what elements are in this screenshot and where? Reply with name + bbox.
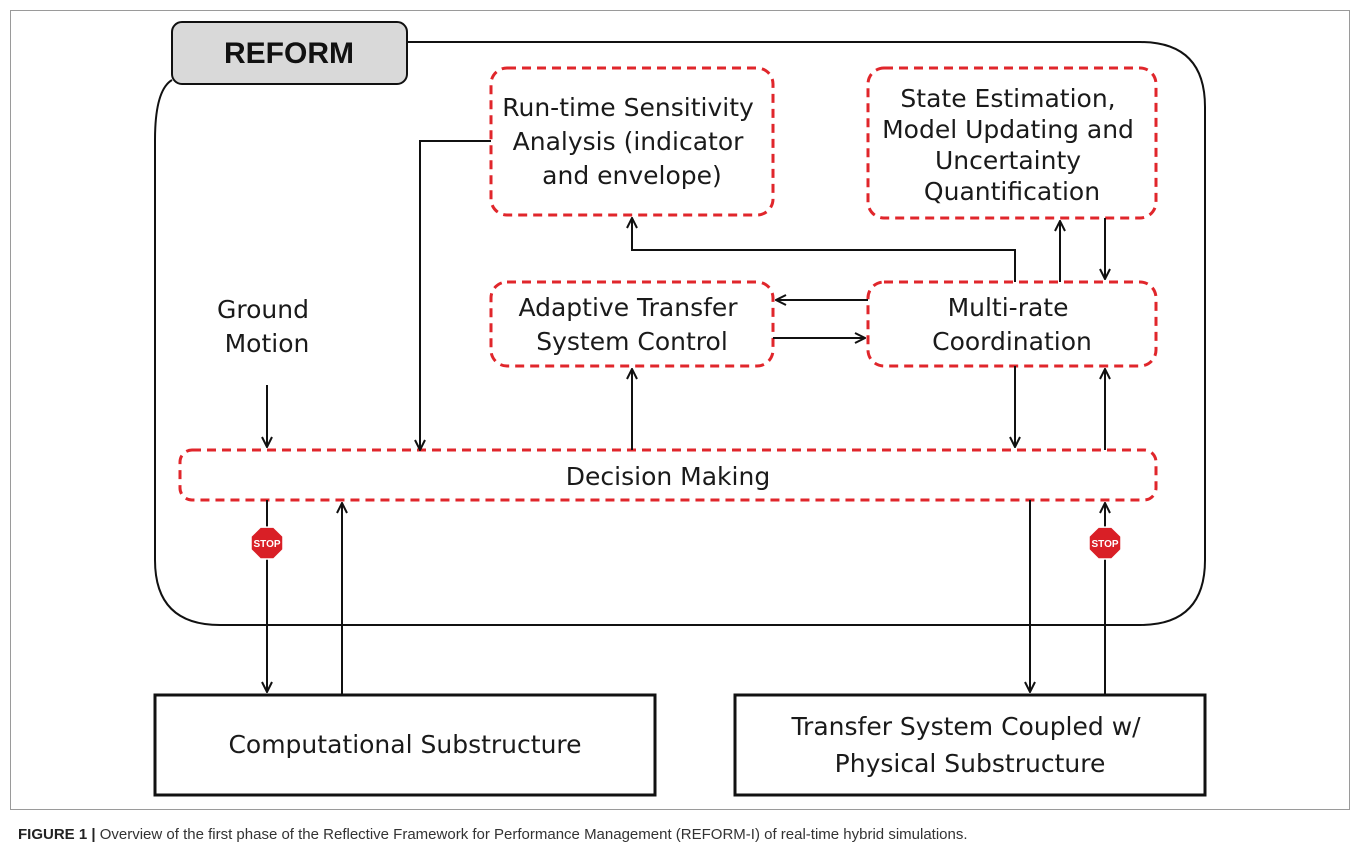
adaptive-control-box	[489, 280, 775, 368]
stop-sign-label: STOP	[253, 539, 280, 550]
multirate-label: Multi-rate Coordination	[932, 293, 1092, 356]
decision-making-label: Decision Making	[566, 462, 770, 491]
reform-container	[154, 41, 1206, 626]
sensitivity-analysis-label: Run-time Sensitivity Analysis (indicator…	[502, 93, 762, 190]
adaptive-control-label: Adaptive Transfer System Control	[518, 293, 745, 356]
stop-sign-icon: STOP	[250, 526, 284, 560]
stop-sign-icon: STOP	[1088, 526, 1122, 560]
state-estimation-box	[866, 66, 1158, 220]
computational-substructure-box	[153, 693, 657, 797]
stop-sign-label: STOP	[1091, 539, 1118, 550]
arrow-sensitivity-to-decision	[420, 140, 491, 450]
reform-title: REFORM	[224, 37, 354, 70]
figure-frame	[10, 10, 1350, 810]
arrow-multirate-to-sensitivity	[632, 218, 1016, 282]
multirate-box	[866, 280, 1158, 368]
physical-substructure-label: Transfer System Coupled w/ Physical Subs…	[790, 712, 1148, 778]
reform-diagram: REFORM Run-time Sensitivity Analysis (in…	[153, 21, 1207, 797]
sensitivity-analysis-box	[489, 66, 775, 217]
state-estimation-label: State Estimation, Model Updating and Unc…	[882, 84, 1142, 206]
reform-title-tab	[171, 21, 408, 85]
caption-text: Overview of the first phase of the Refle…	[95, 826, 968, 843]
physical-substructure-box	[733, 693, 1207, 797]
decision-making-box	[178, 448, 1158, 502]
computational-substructure-label: Computational Substructure	[228, 730, 581, 759]
caption-label: FIGURE 1 |	[18, 826, 96, 843]
ground-motion-label: Ground Motion	[217, 295, 317, 358]
figure-caption: FIGURE 1 | Overview of the first phase o…	[18, 826, 1348, 843]
